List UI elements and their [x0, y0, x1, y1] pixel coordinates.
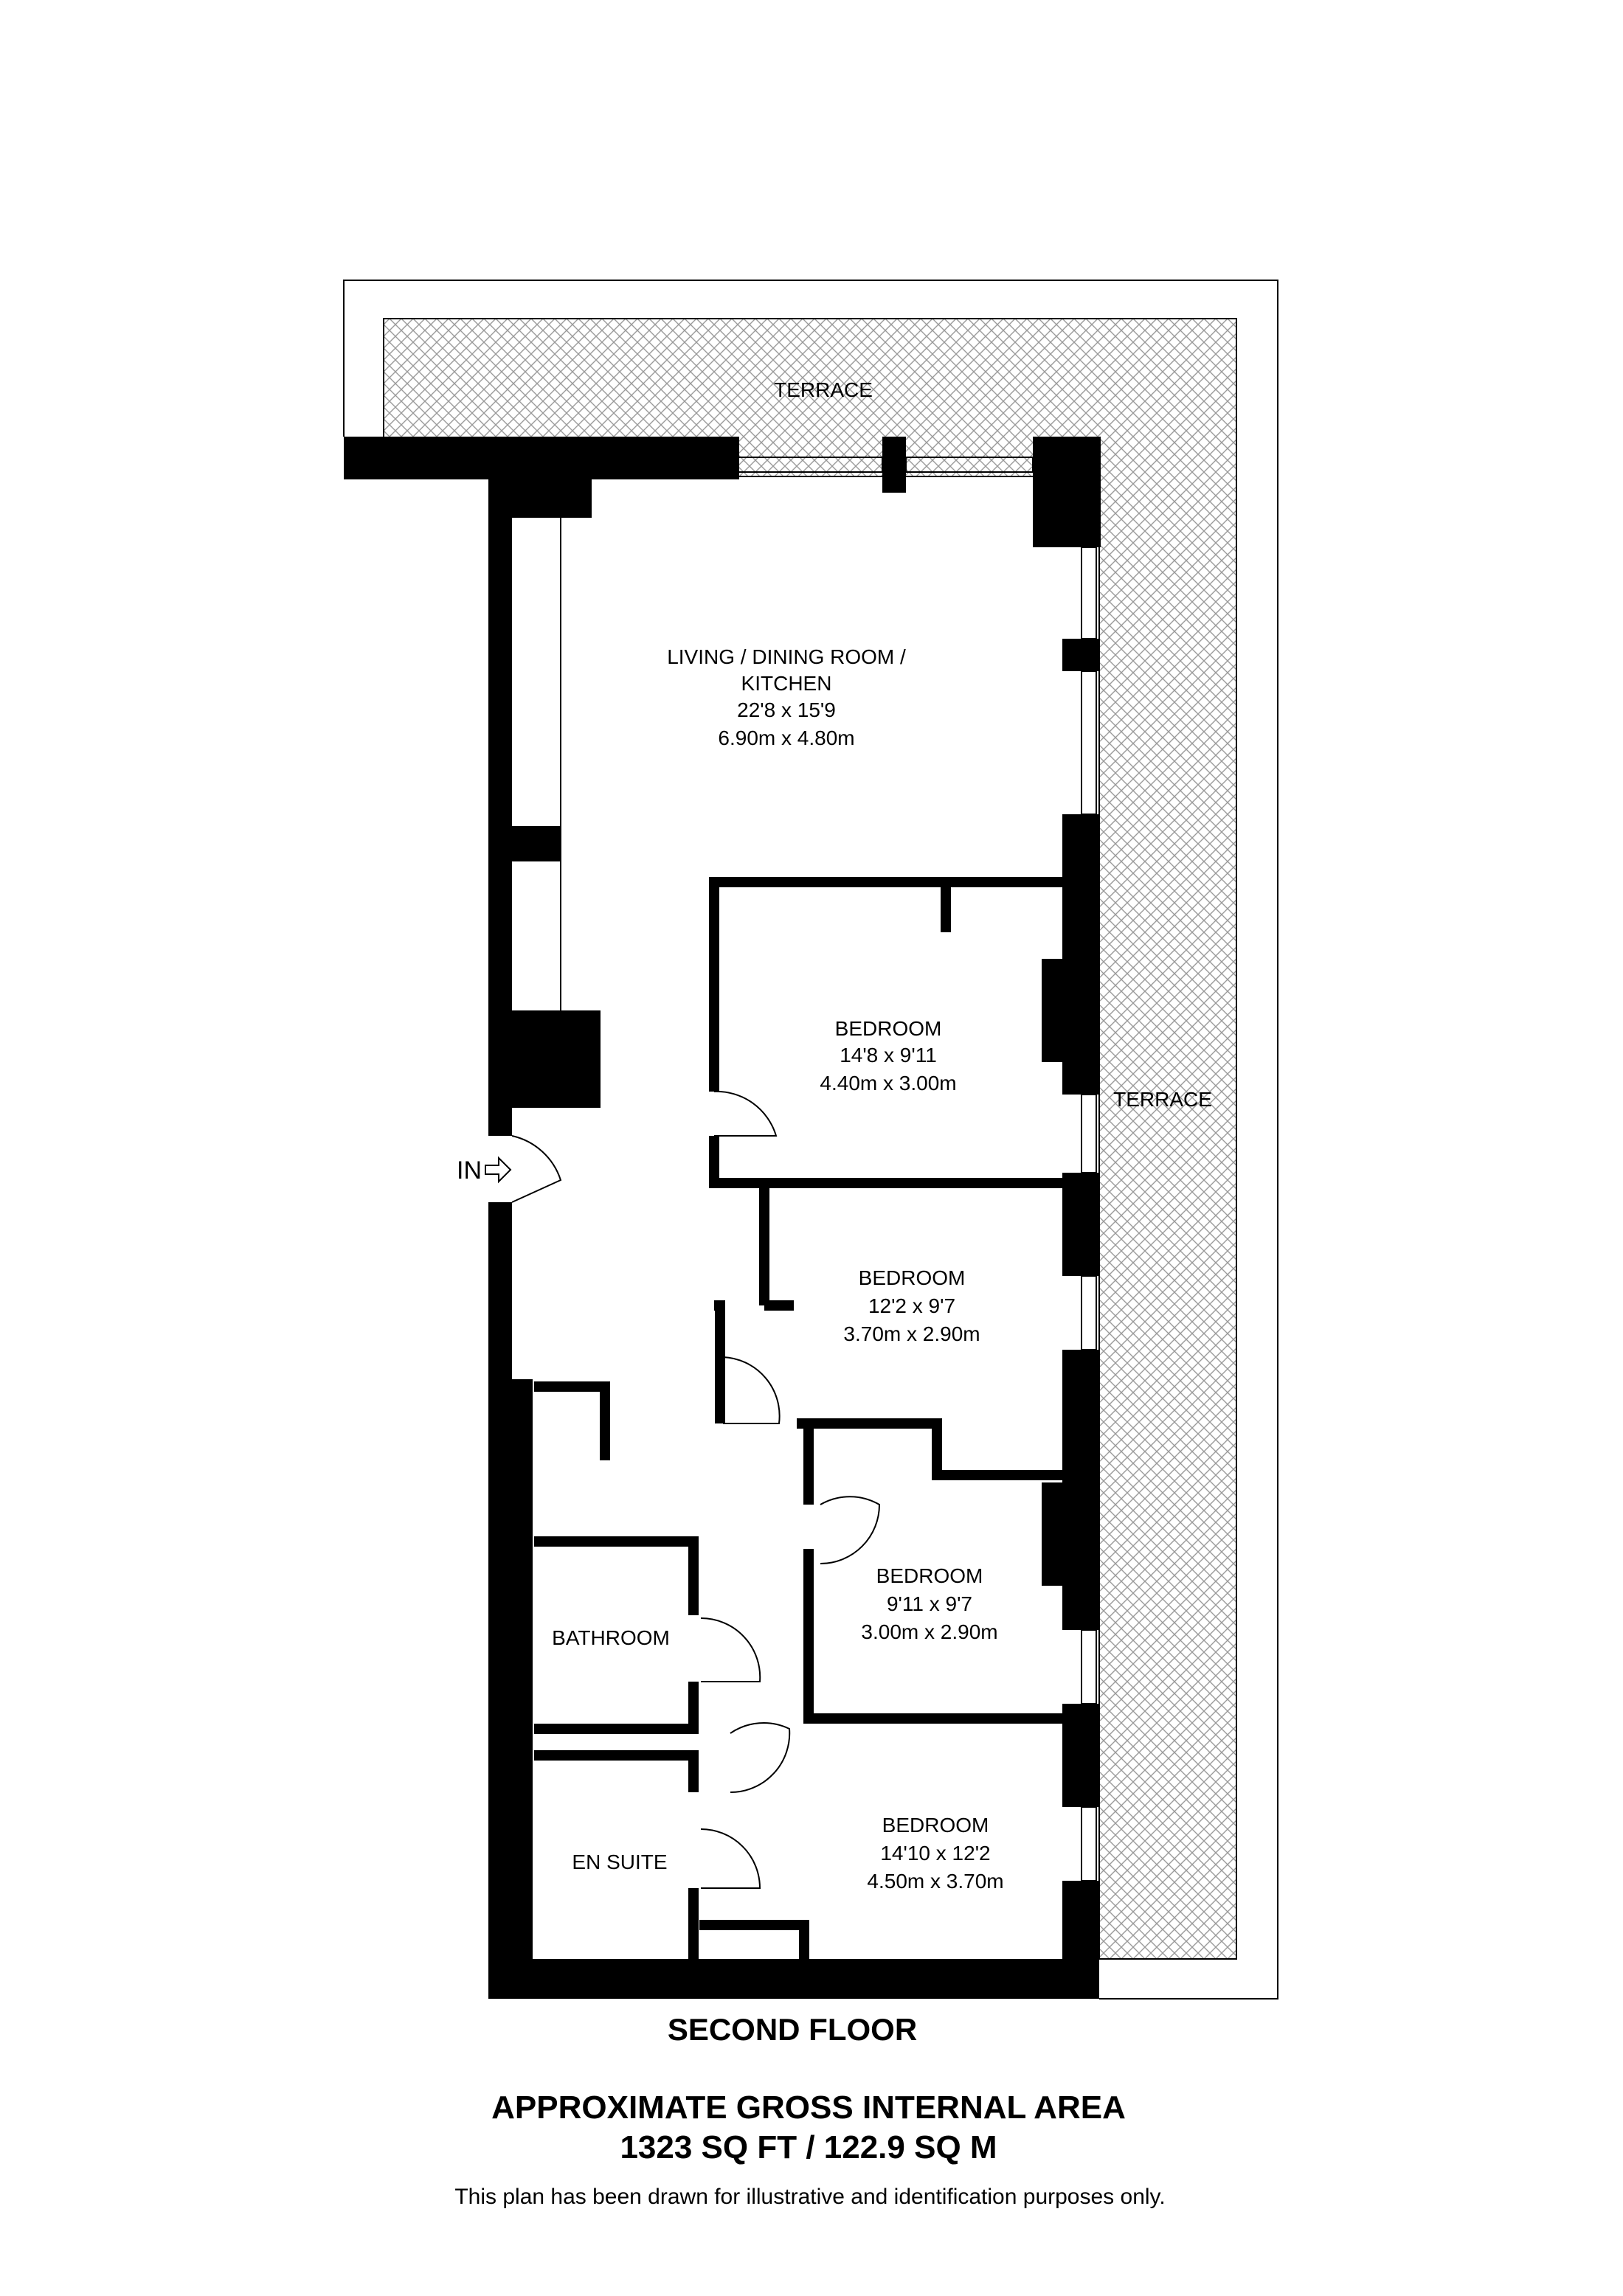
room-name: BEDROOM: [876, 1564, 983, 1587]
bathroom-label: BATHROOM: [552, 1626, 670, 1649]
terrace-label-top: TERRACE: [774, 378, 873, 401]
entrance-label: IN: [457, 1156, 482, 1185]
terrace-label-side: TERRACE: [1113, 1088, 1212, 1111]
room-size-imperial: 14'8 x 9'11: [840, 1044, 937, 1067]
room-size-imperial: 22'8 x 15'9: [737, 698, 836, 721]
bedroom-2-label: BEDROOM 12'2 x 9'7 3.70m x 2.90m: [843, 1266, 980, 1345]
disclaimer: This plan has been drawn for illustrativ…: [454, 2185, 1165, 2209]
room-name: BEDROOM: [835, 1017, 942, 1040]
room-size-imperial: 14'10 x 12'2: [880, 1842, 990, 1865]
bedroom-1-label: BEDROOM 14'8 x 9'11 4.40m x 3.00m: [820, 1017, 956, 1095]
room-name: BEDROOM: [859, 1266, 966, 1289]
room-size-metric: 3.70m x 2.90m: [843, 1322, 980, 1345]
floor-label: SECOND FLOOR: [668, 2012, 917, 2047]
room-size-metric: 3.00m x 2.90m: [861, 1620, 997, 1643]
room-name-line2: KITCHEN: [741, 672, 832, 695]
bedroom-3-label: BEDROOM 9'11 x 9'7 3.00m x 2.90m: [861, 1564, 997, 1643]
room-size-metric: 4.40m x 3.00m: [820, 1072, 956, 1095]
bedroom-4-label: BEDROOM 14'10 x 12'2 4.50m x 3.70m: [867, 1814, 1003, 1893]
terrace-outline: [343, 280, 1278, 2000]
room-size-metric: 6.90m x 4.80m: [718, 726, 854, 749]
room-size-metric: 4.50m x 3.70m: [867, 1870, 1003, 1893]
area-value: 1323 SQ FT / 122.9 SQ M: [620, 2129, 997, 2165]
living-room-label: LIVING / DINING ROOM / KITCHEN 22'8 x 15…: [667, 645, 906, 749]
en-suite-label: EN SUITE: [572, 1851, 667, 1873]
room-name: BEDROOM: [882, 1814, 989, 1837]
doors: [511, 1090, 881, 1889]
room-size-imperial: 12'2 x 9'7: [868, 1294, 955, 1317]
windows: [560, 457, 1097, 1881]
room-size-imperial: 9'11 x 9'7: [887, 1592, 972, 1615]
area-title: APPROXIMATE GROSS INTERNAL AREA: [491, 2089, 1126, 2126]
room-name: LIVING / DINING ROOM /: [667, 645, 906, 668]
walls: [344, 437, 1101, 1999]
interior-walls: [534, 877, 1062, 1959]
entrance-arrow-icon: [485, 1156, 512, 1184]
